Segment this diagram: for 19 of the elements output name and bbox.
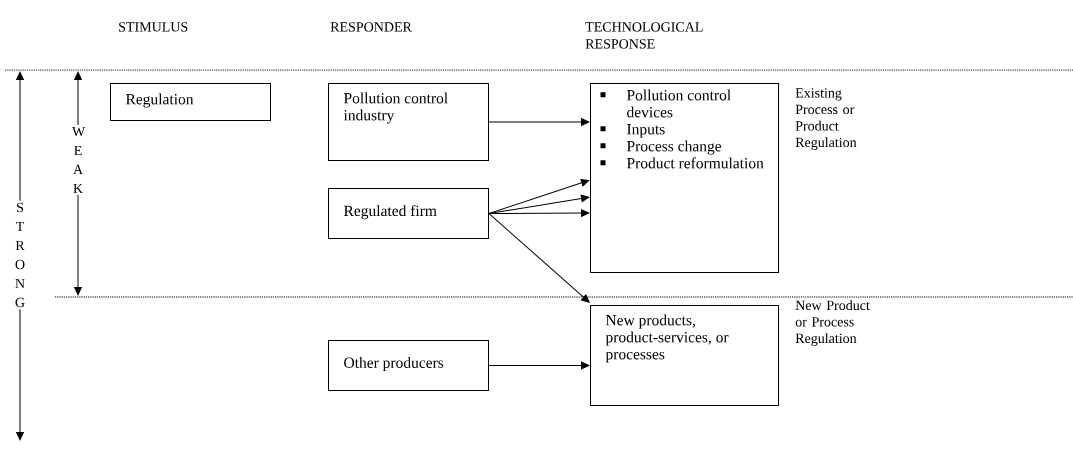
arrow xyxy=(488,118,590,126)
side-note: New Product or Process Regulation xyxy=(795,300,870,346)
arrow xyxy=(488,209,590,217)
process-box: Regulation xyxy=(110,83,271,121)
vertical-label: WEAK xyxy=(70,124,86,196)
column-heading: STIMULUS xyxy=(119,22,188,32)
arrow xyxy=(488,361,590,370)
process-box: Regulated firm xyxy=(328,188,489,239)
vertical-label: STRONG xyxy=(12,200,28,310)
column-heading: RESPONDER xyxy=(330,22,412,32)
response-box: Pollution control devices Inputs Process change Product reformulation xyxy=(590,83,779,273)
process-box: Pollution control industry xyxy=(328,83,489,161)
arrow xyxy=(488,213,590,303)
side-note: Existing Process or Product Regulation xyxy=(795,88,857,150)
column-heading: TECHNOLOGICAL RESPONSE xyxy=(585,22,703,49)
arrow xyxy=(488,179,590,214)
process-box: New products, product-services, or processes xyxy=(590,305,779,406)
process-box: Other producers xyxy=(328,340,489,391)
arrow xyxy=(488,194,590,214)
